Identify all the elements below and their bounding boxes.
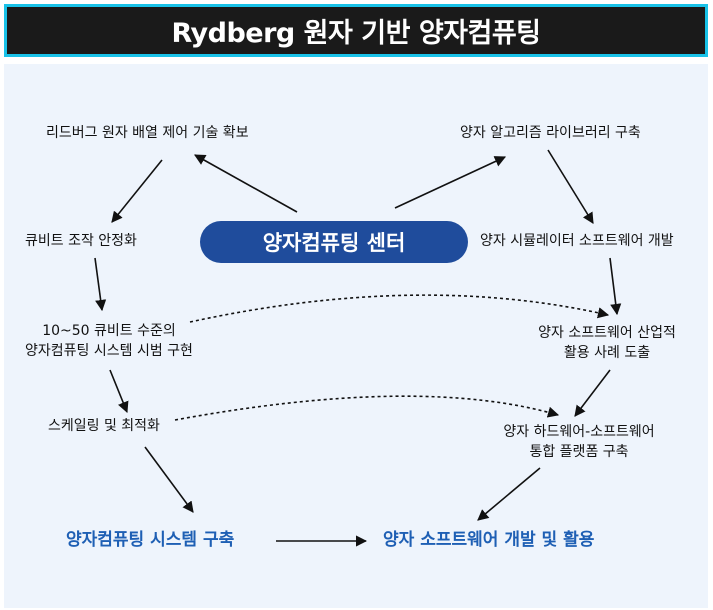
left-node-1: 리드버그 원자 배열 제어 기술 확보	[46, 125, 249, 141]
right-node-2: 양자 시뮬레이터 소프트웨어 개발	[480, 233, 674, 249]
left-node-4: 스케일링 및 최적화	[48, 418, 160, 434]
left-node-3: 10~50 큐비트 수준의 양자컴퓨팅 시스템 시범 구현	[18, 321, 200, 361]
dashed-arrow-left4-to-right4	[174, 395, 560, 421]
diagram-panel	[4, 64, 708, 608]
left-node-3-line2: 양자컴퓨팅 시스템 시범 구현	[25, 343, 193, 359]
right-node-5: 양자 소프트웨어 개발 및 활용	[383, 530, 595, 550]
left-node-5: 양자컴퓨팅 시스템 구축	[66, 530, 235, 550]
arrow-right-1-2	[547, 149, 594, 224]
arrow-left-1-2	[111, 159, 163, 223]
right-node-4-line1: 양자 하드웨어-소프트웨어	[503, 424, 655, 440]
diagram-title: Rydberg 원자 기반 양자컴퓨팅	[171, 18, 541, 49]
arrow-center-to-left-top	[194, 154, 298, 213]
right-node-4: 양자 하드웨어-소프트웨어 통합 플랫폼 구축	[487, 422, 671, 462]
right-node-4-line2: 통합 플랫폼 구축	[529, 444, 629, 460]
arrow-left-3-4	[109, 369, 129, 414]
arrow-left-4-5	[144, 446, 194, 513]
title-bar: Rydberg 원자 기반 양자컴퓨팅	[4, 4, 708, 57]
right-node-3: 양자 소프트웨어 산업적 활용 사례 도출	[527, 323, 687, 363]
left-node-2: 큐비트 조작 안정화	[25, 233, 137, 249]
arrow-center-to-right-top	[394, 156, 507, 209]
center-node: 양자컴퓨팅 센터	[200, 221, 468, 263]
left-node-3-line1: 10~50 큐비트 수준의	[42, 323, 176, 339]
right-node-1: 양자 알고리즘 라이브러리 구축	[460, 125, 641, 141]
arrow-right-3-4	[574, 369, 611, 417]
right-node-3-line1: 양자 소프트웨어 산업적	[538, 325, 676, 341]
arrow-left-2-3	[94, 257, 107, 312]
arrow-right-2-3	[609, 257, 622, 316]
arrow-right-4-5	[477, 467, 541, 521]
dashed-arrow-left3-to-right3	[189, 294, 610, 323]
right-node-3-line2: 활용 사례 도출	[563, 345, 651, 361]
